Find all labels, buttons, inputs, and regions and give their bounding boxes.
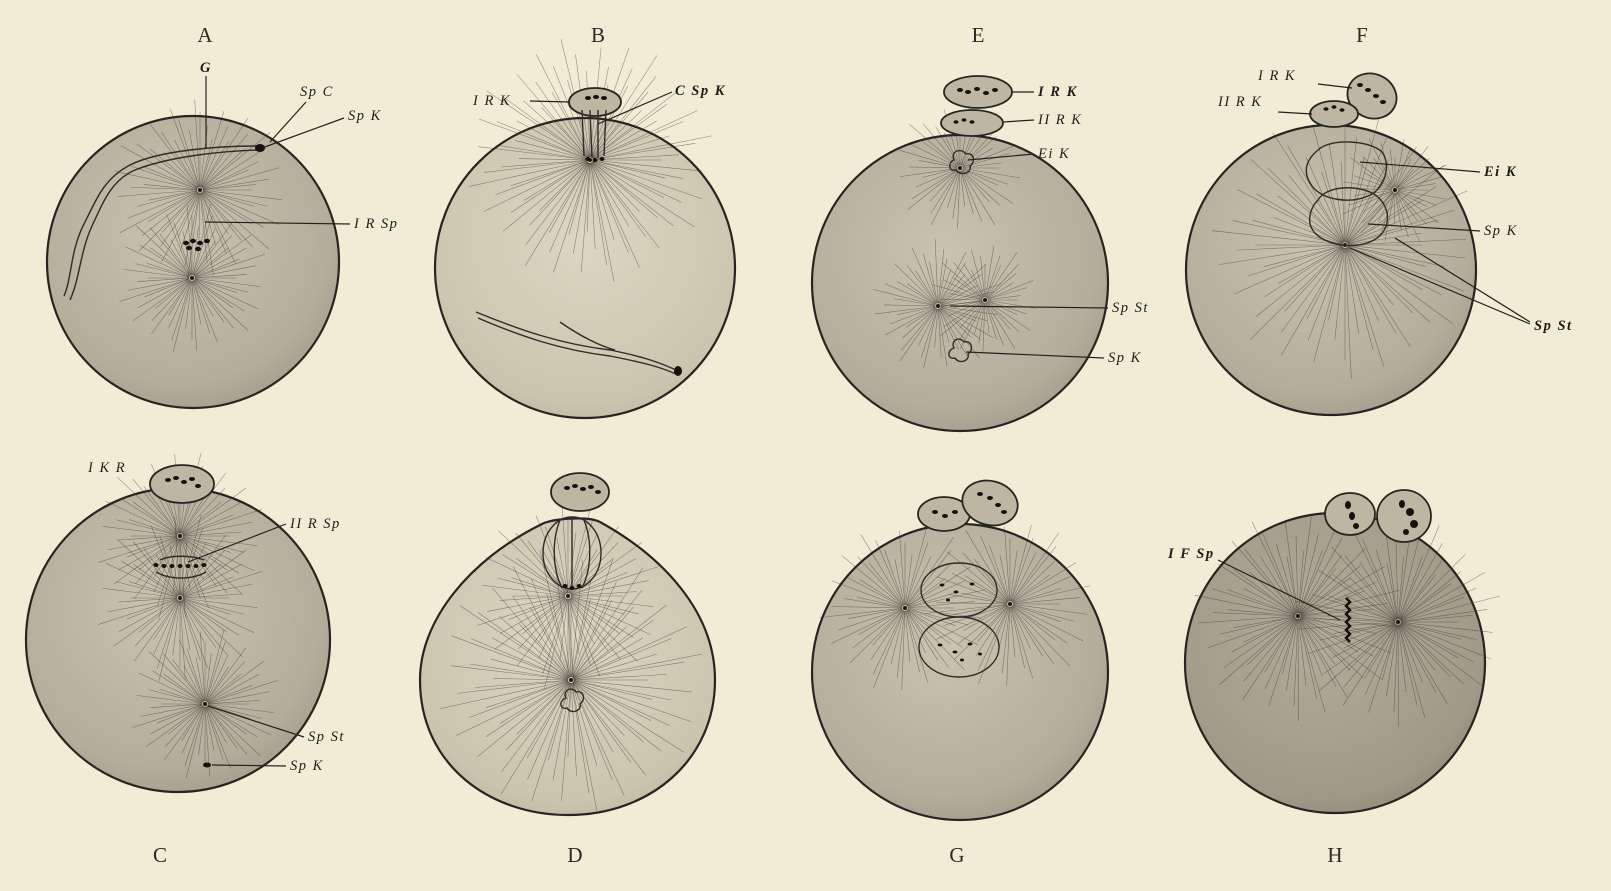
label-f-ii-r-k: II R K xyxy=(1217,94,1262,110)
panel-label-d: D xyxy=(567,843,582,867)
egg-cell-a xyxy=(47,116,339,408)
centrosome xyxy=(1393,188,1397,192)
label-e-sp-k: Sp K xyxy=(1108,350,1142,366)
label-f-i-r-k: I R K xyxy=(1257,68,1296,84)
centrosome xyxy=(958,166,962,170)
label-f-ei-k: Ei K xyxy=(1483,164,1517,180)
panel-label-c: C xyxy=(153,843,167,867)
panel-label-g: G xyxy=(949,843,964,867)
label-f-sp-k: Sp K xyxy=(1484,223,1518,239)
centrosome xyxy=(903,606,907,610)
label-c-sp-k: Sp K xyxy=(290,758,324,774)
panel-d xyxy=(420,473,715,815)
polar-body-e-1 xyxy=(944,76,1012,108)
label-h-i-f-sp: I F Sp xyxy=(1167,546,1215,562)
label-c-sp-st: Sp St xyxy=(308,729,345,745)
label-e-i-r-k: I R K xyxy=(1037,84,1078,100)
egg-cell-e xyxy=(812,135,1108,431)
panel-c: I K R II R Sp Sp St Sp K xyxy=(26,453,345,792)
egg-cell-h xyxy=(1185,513,1485,813)
panel-h: I F Sp xyxy=(1167,490,1500,813)
label-b-i-r-k: I R K xyxy=(472,93,511,109)
panel-label-e: E xyxy=(972,23,985,47)
label-a-sp-k: Sp K xyxy=(348,108,382,124)
panel-label-h: H xyxy=(1327,843,1342,867)
label-e-sp-st: Sp St xyxy=(1112,300,1149,316)
panel-label-a: A xyxy=(197,23,213,47)
polar-body-b xyxy=(569,88,621,116)
label-b-c-sp-k: C Sp K xyxy=(675,83,726,99)
sperm-head-b xyxy=(674,366,682,376)
label-e-ii-r-k: II R K xyxy=(1037,112,1082,128)
label-a-g: G xyxy=(200,60,212,76)
polar-body-f-2 xyxy=(1310,101,1358,127)
label-c-ii-r-sp: II R Sp xyxy=(289,516,341,532)
label-a-sp-c: Sp C xyxy=(300,84,334,100)
centrosome xyxy=(569,678,573,682)
label-c-i-k-r: I K R xyxy=(87,460,126,476)
centrosome xyxy=(198,188,202,192)
centrosome xyxy=(936,304,940,308)
centrosome xyxy=(1008,602,1012,606)
centrosome xyxy=(983,298,987,302)
centrosome xyxy=(178,596,182,600)
panel-label-f: F xyxy=(1356,23,1368,47)
panel-label-b: B xyxy=(591,23,605,47)
label-f-sp-st: Sp St xyxy=(1534,318,1573,334)
label-e-ei-k: Ei K xyxy=(1037,146,1070,162)
centrosome xyxy=(203,702,207,706)
polar-body-c xyxy=(150,465,214,503)
label-a-i-r-sp: I R Sp xyxy=(353,216,398,232)
sperm-head-c xyxy=(203,763,211,768)
centrosome xyxy=(1296,614,1300,618)
egg-cell-g xyxy=(812,524,1108,820)
centrosome xyxy=(190,276,194,280)
centrosome xyxy=(1396,620,1400,624)
panel-g xyxy=(812,475,1108,820)
